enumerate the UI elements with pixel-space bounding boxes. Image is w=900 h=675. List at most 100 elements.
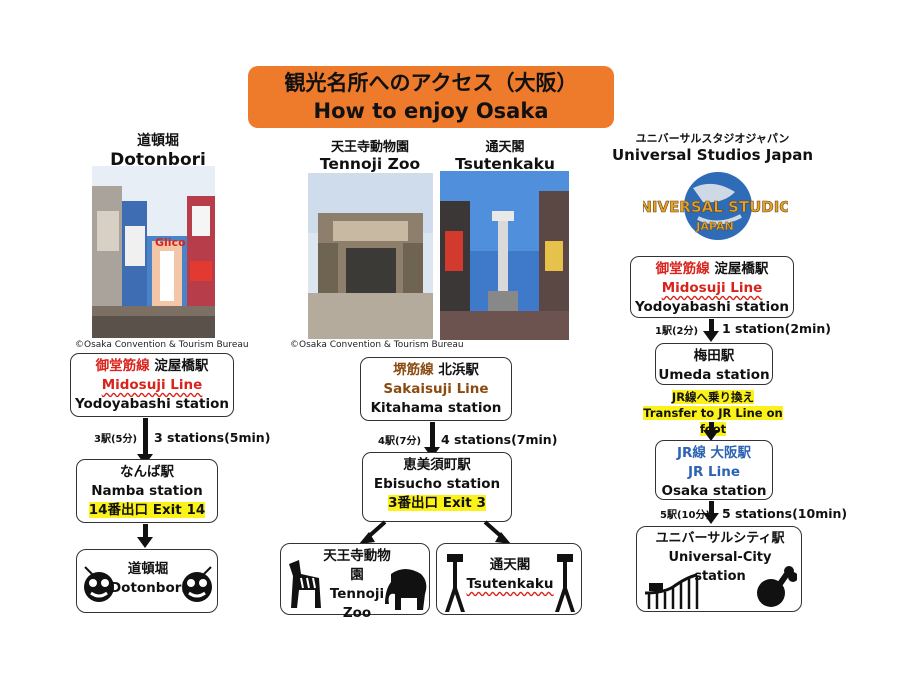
middle-step: 4駅(7分) bbox=[378, 432, 421, 447]
middle-step-jp: 4駅(7分) bbox=[378, 436, 422, 447]
dotonbori-namba-box: なんば駅 Namba station 14番出口 Exit 14 bbox=[76, 459, 218, 523]
usj-transfer-jp: JR線へ乗り換え bbox=[671, 390, 755, 404]
tsutenkaku-header-en: Tsutenkaku bbox=[455, 155, 555, 173]
dotonbori-jp: 道頓堀 bbox=[137, 133, 179, 149]
takoyaki-right-icon bbox=[182, 566, 212, 602]
usj-step2-jp: 5駅(10分) bbox=[660, 510, 711, 521]
usj-jr-station: Osaka station bbox=[661, 483, 767, 499]
zoo-header-jp: 天王寺動物園 bbox=[330, 140, 409, 155]
usj-header-jp: ユニバーサルスタジオジャパン bbox=[635, 132, 790, 145]
usj-logo-text-1: UNIVERSAL STUDIOS bbox=[643, 198, 788, 216]
dotonbori-step-jp: 3駅(5分) bbox=[94, 434, 138, 445]
dotonbori-start-jp-station: 淀屋橋駅 bbox=[149, 358, 209, 374]
dotonbori-dest-en: Dotonbori bbox=[109, 580, 187, 596]
usj-start-jp-station: 淀屋橋駅 bbox=[709, 261, 769, 277]
tsutenkaku-header: 通天閣 Tsutenkaku bbox=[440, 136, 570, 173]
elephant-icon bbox=[385, 569, 427, 610]
dotonbori-mid-en: Namba station bbox=[91, 483, 203, 499]
zoo-dest-en-1: Tennoji bbox=[329, 586, 385, 602]
middle-split-arrows bbox=[359, 520, 511, 544]
zoo-header: 天王寺動物園 Tennoji Zoo bbox=[305, 136, 435, 173]
usj-dest-en-1: Universal-City bbox=[668, 550, 772, 565]
dotonbori-step-en: 3 stations(5min) bbox=[154, 430, 271, 445]
tower-left-icon bbox=[445, 554, 465, 612]
usj-destination-box: ユニバーサルシティ駅 Universal-City station bbox=[636, 526, 802, 612]
usj-umeda-jp: 梅田駅 bbox=[693, 348, 735, 364]
dotonbori-exit: 14番出口 Exit 14 bbox=[88, 502, 206, 518]
usj-step1-jp: 1駅(2分) bbox=[655, 326, 699, 337]
usj-step-2: 5駅(10分) bbox=[660, 506, 710, 521]
title-en: How to enjoy Osaka bbox=[313, 99, 549, 123]
tsutenkaku-header-jp: 通天閣 bbox=[485, 140, 525, 155]
middle-mid-jp: 恵美須町駅 bbox=[403, 457, 471, 473]
usj-jr-jp-station: 大阪駅 bbox=[705, 445, 752, 461]
usj-arrow-1-head bbox=[703, 331, 719, 342]
tsutenkaku-photo bbox=[440, 171, 569, 340]
tower-right-icon bbox=[555, 554, 575, 612]
tsutenkaku-destination-box: 通天閣 Tsutenkaku bbox=[436, 543, 582, 615]
usj-logo-text-2: JAPAN bbox=[695, 220, 733, 233]
dotonbori-start-station-box: 御堂筋線 淀屋橋駅 Midosuji Line Yodoyabashi stat… bbox=[70, 353, 234, 417]
dotonbori-arrow-2 bbox=[143, 524, 148, 540]
middle-start-jp-station: 北浜駅 bbox=[433, 362, 479, 378]
middle-mid-en: Ebisucho station bbox=[373, 476, 501, 492]
dotonbori-header: 道頓堀 Dotonbori bbox=[88, 130, 228, 170]
zoo-destination-box: 天王寺動物園 Tennoji Zoo bbox=[280, 543, 430, 621]
usj-start-jp-line: 御堂筋線 bbox=[655, 261, 710, 277]
dotonbori-photo: Glico bbox=[92, 166, 215, 338]
dotonbori-start-line: Midosuji Line bbox=[101, 377, 203, 393]
usj-umeda-en: Umeda station bbox=[658, 367, 770, 383]
middle-exit: 3番出口 Exit 3 bbox=[388, 495, 486, 511]
tsutenkaku-dest-jp: 通天閣 bbox=[489, 557, 531, 573]
middle-start-station-box: 堺筋線 北浜駅 Sakaisuji Line Kitahama station bbox=[360, 357, 512, 421]
usj-jr-osaka-box: JR線 大阪駅 JR Line Osaka station bbox=[655, 440, 773, 500]
dotonbori-destination-box: 道頓堀 Dotonbori bbox=[76, 549, 218, 613]
dotonbori-arrow-1 bbox=[143, 418, 148, 456]
usj-arrow-1 bbox=[709, 319, 714, 333]
usj-step-1: 1駅(2分) bbox=[655, 322, 698, 337]
dotonbori-dest-jp: 道頓堀 bbox=[127, 561, 169, 577]
svg-text:Glico: Glico bbox=[155, 236, 186, 249]
usj-start-station-box: 御堂筋線 淀屋橋駅 Midosuji Line Yodoyabashi stat… bbox=[630, 256, 794, 318]
usj-umeda-box: 梅田駅 Umeda station bbox=[655, 343, 773, 385]
middle-photo-credit: ©Osaka Convention & Tourism Bureau bbox=[290, 340, 464, 350]
middle-step-en: 4 stations(7min) bbox=[441, 432, 558, 447]
dotonbori-mid-jp: なんば駅 bbox=[120, 464, 174, 480]
zebra-icon bbox=[289, 560, 321, 608]
dotonbori-arrow-2-head bbox=[137, 537, 153, 548]
usj-arrow-3-head bbox=[703, 513, 719, 524]
turkey-leg-icon bbox=[757, 566, 797, 607]
middle-start-jp-line: 堺筋線 bbox=[393, 362, 434, 378]
middle-start-station: Kitahama station bbox=[370, 400, 502, 416]
zoo-header-en: Tennoji Zoo bbox=[319, 155, 421, 173]
usj-jr-jp-line: JR線 bbox=[676, 445, 706, 461]
dotonbori-start-station: Yodoyabashi station bbox=[75, 396, 229, 412]
dotonbori-step: 3駅(5分) bbox=[94, 430, 137, 445]
usj-header: ユニバーサルスタジオジャパン Universal Studios Japan bbox=[610, 130, 815, 164]
usj-jr-line: JR Line bbox=[687, 464, 741, 480]
title-jp: 観光名所へのアクセス（大阪） bbox=[284, 71, 578, 95]
middle-start-line: Sakaisuji Line bbox=[383, 381, 489, 397]
dotonbori-start-jp-line: 御堂筋線 bbox=[95, 358, 150, 374]
usj-start-station: Yodoyabashi station bbox=[635, 299, 789, 315]
tsutenkaku-dest-en: Tsutenkaku bbox=[466, 576, 554, 592]
usj-arrow-2 bbox=[709, 422, 714, 432]
dotonbori-en: Dotonbori bbox=[110, 150, 206, 170]
usj-dest-en-2: station bbox=[694, 569, 746, 584]
usj-start-line: Midosuji Line bbox=[661, 280, 763, 296]
usj-dest-jp: ユニバーサルシティ駅 bbox=[655, 531, 785, 546]
middle-arrow-1 bbox=[430, 422, 435, 450]
middle-ebisucho-box: 恵美須町駅 Ebisucho station 3番出口 Exit 3 bbox=[362, 452, 512, 522]
usj-header-en: Universal Studios Japan bbox=[612, 146, 813, 164]
usj-arrow-2-head bbox=[703, 430, 719, 441]
usj-step1-en: 1 station(2min) bbox=[722, 321, 831, 336]
usj-step2-en: 5 stations(10min) bbox=[722, 506, 848, 521]
zoo-dest-en-2: Zoo bbox=[342, 605, 372, 621]
takoyaki-left-icon bbox=[84, 566, 114, 602]
roller-coaster-icon bbox=[644, 573, 699, 609]
zoo-photo bbox=[308, 173, 433, 339]
usj-logo: UNIVERSAL STUDIOS JAPAN bbox=[627, 168, 803, 248]
dotonbori-photo-credit: ©Osaka Convention & Tourism Bureau bbox=[75, 340, 249, 350]
usj-arrow-3 bbox=[709, 501, 714, 515]
page-title-banner: 観光名所へのアクセス（大阪） How to enjoy Osaka bbox=[248, 66, 614, 128]
